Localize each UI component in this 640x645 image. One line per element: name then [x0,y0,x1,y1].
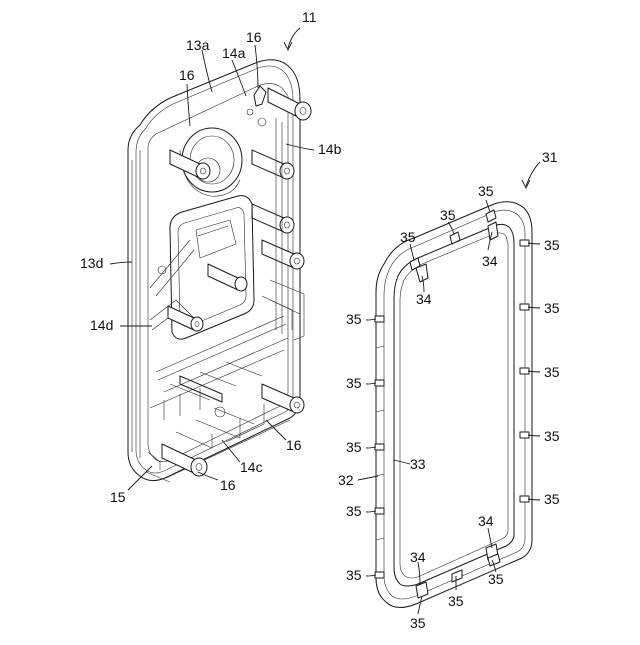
frame-part [375,202,532,608]
label-14c: 14c [240,459,263,475]
label-35-top1: 35 [478,183,494,199]
label-34-b2: 34 [410,549,426,565]
arrow-11 [284,42,292,50]
leader-35-r5 [528,499,540,500]
label-35-r5: 35 [544,491,560,507]
right-rib-2 [262,296,300,330]
leader-35-b3 [418,596,422,614]
boss-bottom-right [262,384,304,413]
label-35-l1: 35 [346,311,362,327]
label-16-left: 16 [179,67,195,83]
label-35-l3: 35 [346,439,362,455]
leader-35-r2 [528,307,540,308]
frame-inner [394,224,514,586]
leader-31 [526,162,540,186]
label-16-br: 16 [286,437,302,453]
label-16-top: 16 [246,29,262,45]
label-35-r2: 35 [544,300,560,316]
top-hole [247,109,253,115]
label-11: 11 [302,9,317,25]
label-16-bl: 16 [220,477,236,493]
top-clip [254,86,266,106]
label-35-b1: 35 [488,571,504,587]
label-31: 31 [542,149,558,165]
leader-35-t3 [410,244,414,260]
leader-32 [358,476,378,480]
label-15: 15 [110,489,126,505]
leader-16-top [255,45,258,88]
leader-35-r1 [528,243,540,244]
label-13d: 13d [80,255,103,271]
label-35-r3: 35 [544,364,560,380]
reference-labels: 11 31 13a 14a 16 16 14b 13d 14d 16 14c 1… [80,9,560,631]
housing-part [128,60,311,482]
label-35-l5: 35 [346,567,362,583]
leader-11 [288,28,300,48]
inner-window [196,220,236,258]
label-14b: 14b [318,141,342,157]
label-14a: 14a [222,45,246,61]
boss-top-left [170,150,210,179]
label-35-r1: 35 [544,237,560,253]
leader-35-r4 [528,435,540,436]
frame-outer [376,202,532,608]
leader-13a [202,50,212,92]
label-35-l2: 35 [346,375,362,391]
arrow-31 [522,180,530,188]
boss-left-upper [208,264,247,291]
label-35-b3: 35 [410,615,426,631]
label-13a: 13a [186,37,210,53]
label-35-top3: 35 [400,229,416,245]
label-35-l4: 35 [346,503,362,519]
label-35-b2: 35 [448,593,464,609]
label-34-top2: 34 [416,291,432,307]
leader-33 [394,460,410,464]
frame-right-clips [520,240,529,502]
boss-bottom-left [162,444,207,476]
leader-15 [128,466,152,490]
leader-13d [110,262,132,264]
boss-top-right [268,88,311,120]
label-33: 33 [410,456,426,472]
lower-slot [180,376,222,402]
leader-35-r3 [528,371,540,372]
label-35-r4: 35 [544,428,560,444]
label-35-top2: 35 [440,207,456,223]
leader-34-b2 [418,562,420,584]
label-34-b1: 34 [478,513,494,529]
top-hole-2 [258,118,266,126]
label-32: 32 [338,472,354,488]
label-34-top1: 34 [482,253,498,269]
lower-ribs [150,316,288,420]
frame-outer-2 [384,210,525,599]
leader-35-t2 [448,222,454,234]
label-14d: 14d [90,317,113,333]
frame-tabs [416,222,498,598]
boss-right-3 [262,240,304,269]
bottom-rib [176,404,264,448]
